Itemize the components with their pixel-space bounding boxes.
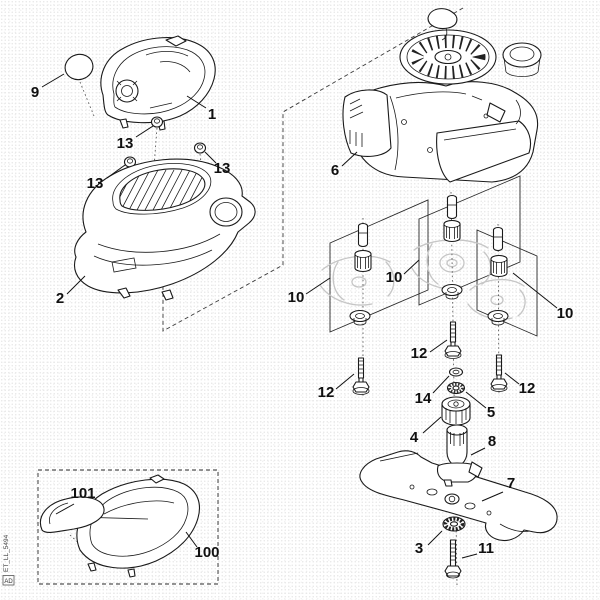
callout-6: 6 [331,162,339,179]
callout-1: 1 [208,106,216,123]
part-8-blade-driver [436,424,483,487]
starter-handle [427,8,458,30]
callout-11: 11 [478,540,494,557]
part-2-housing-cover [73,158,256,301]
part-11-blade-bolt [444,539,462,579]
callout-10-right: 10 [557,305,574,322]
part-12-bolt-middle [444,321,462,359]
callout-12-middle: 12 [411,345,428,362]
kit-10-right-parts [487,226,509,326]
callout-12-left: 12 [318,384,335,401]
ghost-fan-middle [411,239,492,290]
part-13-nut-right [193,142,207,154]
callout-101: 101 [70,485,95,502]
group-separator-line [162,7,464,332]
callout-5: 5 [487,404,495,421]
part-9-cover-plug [64,53,94,81]
air-filter-cover [436,120,532,183]
callout-3: 3 [415,540,423,557]
logo-ad: AD [4,579,13,585]
ghost-fan-right [467,279,526,320]
part-12-bolt-right [490,354,508,392]
part-6-engine [342,8,542,183]
part-1-engine-cover [100,35,216,131]
callout-7: 7 [507,475,515,492]
kit-10-left-parts [349,222,372,326]
corner-marks: ET_LL_5494 AD [2,534,15,586]
callout-12-right: 12 [519,380,536,397]
kit-box-10-left [329,199,429,333]
starter-fan-fins [410,35,486,79]
callout-8: 8 [488,433,496,450]
callout-14: 14 [415,390,432,407]
kit-box-10-right [476,229,538,337]
muffler [342,89,392,157]
callout-100: 100 [194,544,219,561]
logo-box [2,575,15,586]
leader-lines [41,73,558,559]
part-7-blade [359,450,558,542]
fuel-cap [502,42,542,68]
callout-13-left: 13 [87,175,104,192]
callout-13-top: 13 [117,135,134,152]
drawing-id: ET_LL_5494 [3,534,10,572]
part-3-washer [442,516,466,532]
kit-10-middle-parts [441,194,463,300]
part-13-nut-top [150,116,164,128]
part-4-hub [441,396,471,426]
callout-13-right: 13 [214,160,231,177]
part-12-bolt-left [352,357,370,395]
part-101-deflector [40,496,105,533]
part-100-cover [75,474,201,578]
part-14-ring [448,367,464,377]
callout-2: 2 [56,290,64,307]
callout-4: 4 [410,429,419,446]
callout-10-left: 10 [288,289,305,306]
callout-10-middle: 10 [386,269,403,286]
part-5-lock-washer [446,381,466,395]
axis-part9 [79,81,95,117]
callout-9: 9 [31,84,39,101]
